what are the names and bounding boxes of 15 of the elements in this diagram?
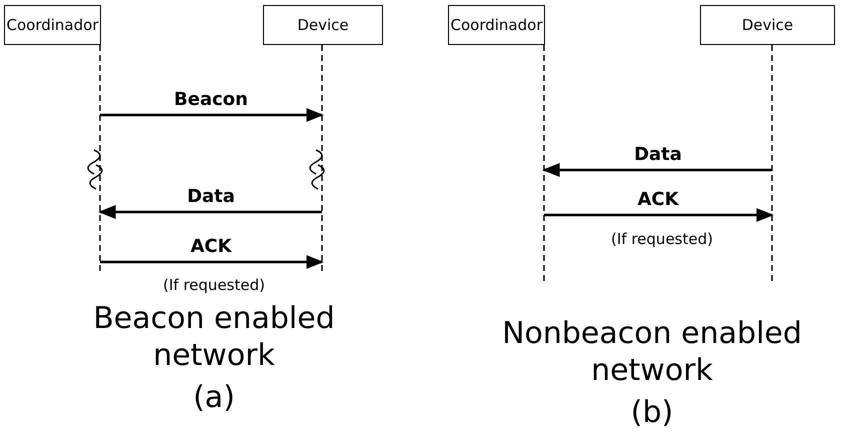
message-arrow xyxy=(542,163,772,177)
caption-text: (a) xyxy=(193,380,235,415)
note-text: (If requested) xyxy=(611,230,713,248)
message-arrow xyxy=(544,208,774,222)
message-arrow xyxy=(98,205,322,219)
message-arrow xyxy=(100,108,324,122)
caption-text: Beacon enabled network xyxy=(92,300,336,374)
participant-box: Coordinador xyxy=(448,5,545,45)
participant-box: Device xyxy=(263,5,383,45)
message-arrow xyxy=(100,255,324,269)
caption-text: Nonbeacon enabled network xyxy=(502,315,802,389)
caption-text: (b) xyxy=(630,395,674,430)
participant-box: Device xyxy=(700,5,835,45)
participant-box: Coordinador xyxy=(4,5,101,45)
note-text: (If requested) xyxy=(163,276,265,294)
